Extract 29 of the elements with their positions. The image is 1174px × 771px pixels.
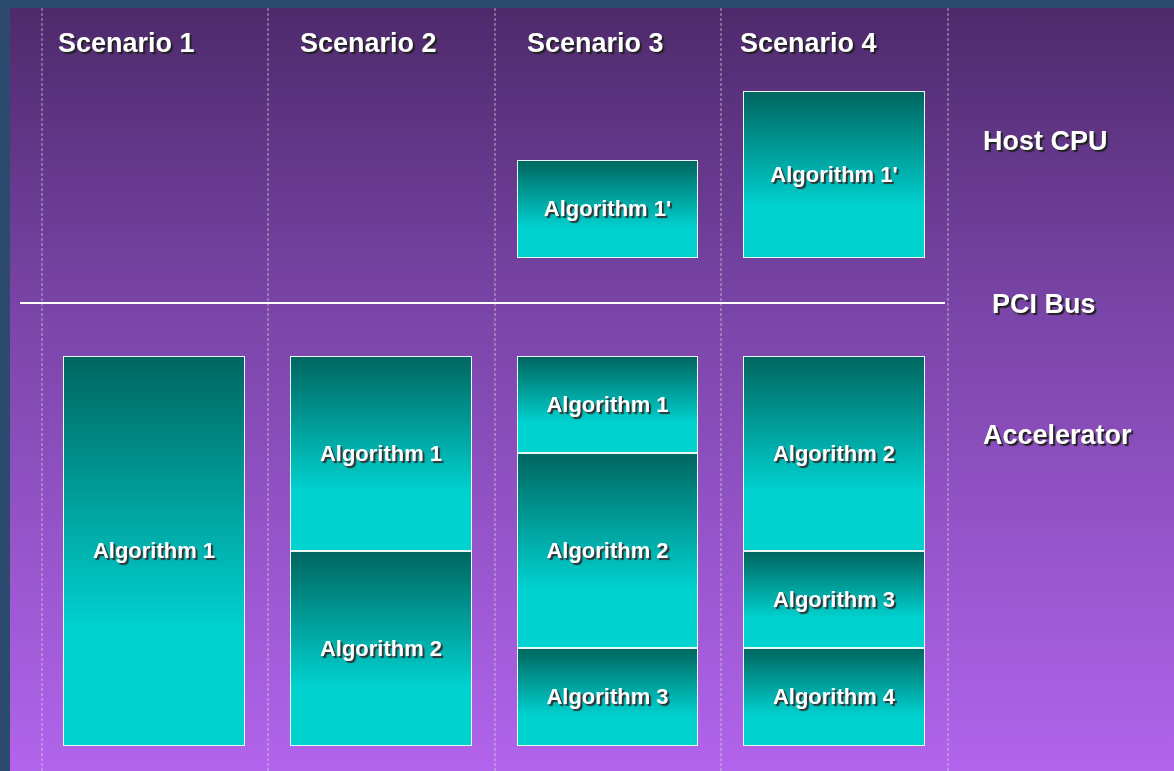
- algorithm-box: [743, 356, 925, 551]
- box-label: Algorithm 1: [319, 440, 443, 467]
- algorithm-box: [517, 648, 698, 746]
- algorithm-box: [743, 551, 925, 648]
- column-heading: Scenario 1: [58, 28, 195, 59]
- algorithm-box: [517, 356, 698, 453]
- box-label: Algorithm 1: [546, 391, 669, 418]
- layer-label: Accelerator: [983, 420, 1132, 451]
- layer-label: PCI Bus: [992, 289, 1096, 320]
- box-label: Algorithm 2: [546, 537, 669, 564]
- box-label: Algorithm 1': [770, 161, 898, 188]
- algorithm-box: [63, 356, 245, 746]
- box-label: Algorithm 1: [92, 538, 216, 564]
- algorithm-box: [743, 91, 925, 258]
- algorithm-box: [290, 551, 472, 746]
- box-label: Algorithm 3: [546, 684, 669, 710]
- box-label: Algorithm 4: [772, 684, 896, 710]
- algorithm-box: [517, 453, 698, 648]
- column-heading: Scenario 4: [740, 28, 877, 59]
- box-label: Algorithm 3: [772, 586, 896, 613]
- column-heading: Scenario 2: [300, 28, 437, 59]
- box-label: Algorithm 2: [319, 635, 443, 662]
- algorithm-box: [743, 648, 925, 746]
- box-label: Algorithm 1': [543, 196, 672, 222]
- algorithm-box: [517, 160, 698, 258]
- column-heading: Scenario 3: [527, 28, 664, 59]
- algorithm-box: [290, 356, 472, 551]
- box-label: Algorithm 2: [772, 440, 896, 467]
- layer-label: Host CPU: [983, 126, 1108, 157]
